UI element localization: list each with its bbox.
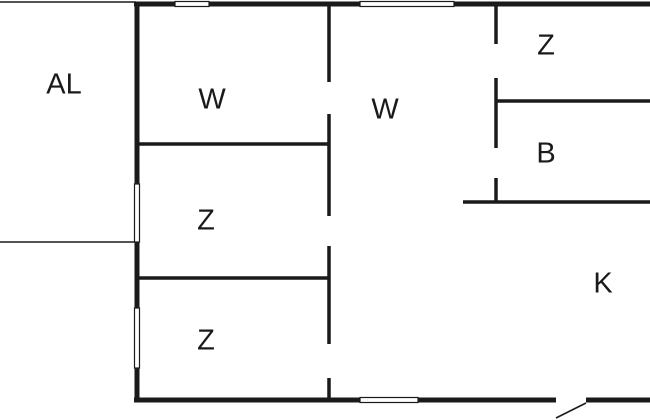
door-openings xyxy=(325,44,586,404)
room-label-b: B xyxy=(536,138,555,170)
entrance-door-leaf xyxy=(555,402,587,419)
interior-walls xyxy=(137,4,650,400)
room-label-w-left: W xyxy=(198,84,226,116)
window-top-center xyxy=(359,0,455,8)
window-left-upper xyxy=(133,183,141,243)
room-label-z-bottom: Z xyxy=(197,325,215,357)
annex-outline xyxy=(0,1,136,243)
windows xyxy=(133,0,455,404)
room-label-w-center: W xyxy=(371,94,399,126)
room-label-z-right: Z xyxy=(537,30,555,62)
room-label-k: K xyxy=(593,268,613,300)
window-left-lower xyxy=(133,307,141,369)
room-labels: AL W Z Z W Z B K xyxy=(46,30,613,357)
room-label-al: AL xyxy=(46,69,81,101)
room-label-z-mid: Z xyxy=(197,205,215,237)
window-top-left xyxy=(174,0,210,8)
window-bottom-center xyxy=(359,396,419,404)
